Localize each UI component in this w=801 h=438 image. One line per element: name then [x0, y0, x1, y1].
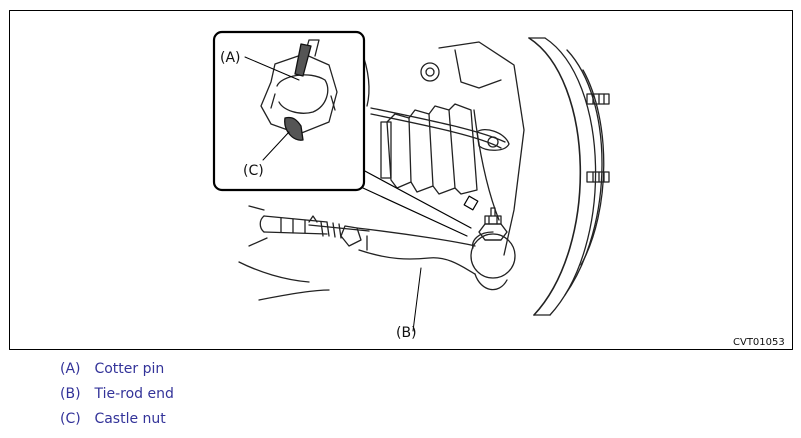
figure-code: CVT01053 [733, 337, 785, 348]
inset-pointer [362, 169, 472, 237]
inset-view [212, 30, 366, 192]
legend-label: Tie-rod end [94, 386, 174, 402]
callout-c: (C) [243, 163, 264, 179]
hub-assembly [528, 37, 610, 316]
legend-item: (B) Tie-rod end [60, 386, 174, 411]
cotter-pin-detail [284, 43, 312, 141]
legend-item: (A) Cotter pin [60, 361, 174, 386]
drive-shaft-boot [380, 103, 478, 195]
inner-tie-rod [238, 205, 370, 301]
callout-b-leader [412, 267, 422, 332]
legend: (A) Cotter pin (B) Tie-rod end (C) Castl… [60, 361, 174, 436]
castle-nut-detail [260, 39, 338, 135]
wheel-stud [586, 93, 610, 105]
tie-rod-end [340, 207, 516, 291]
steering-knuckle [420, 41, 525, 256]
knuckle-bolt [420, 62, 440, 82]
legend-key: (B) [60, 386, 81, 402]
figure-frame [9, 10, 793, 350]
legend-label: Castle nut [94, 411, 166, 427]
callout-a: (A) [220, 50, 241, 66]
legend-label: Cotter pin [94, 361, 165, 377]
tie-rod-end-illustration [9, 10, 793, 350]
legend-key: (C) [60, 411, 81, 427]
callout-a-leader [244, 56, 300, 81]
wheel-stud [586, 171, 610, 183]
callout-c-leader [262, 131, 290, 161]
legend-item: (C) Castle nut [60, 411, 174, 436]
callout-b: (B) [396, 325, 417, 341]
brake-line [360, 49, 506, 149]
legend-key: (A) [60, 361, 81, 377]
